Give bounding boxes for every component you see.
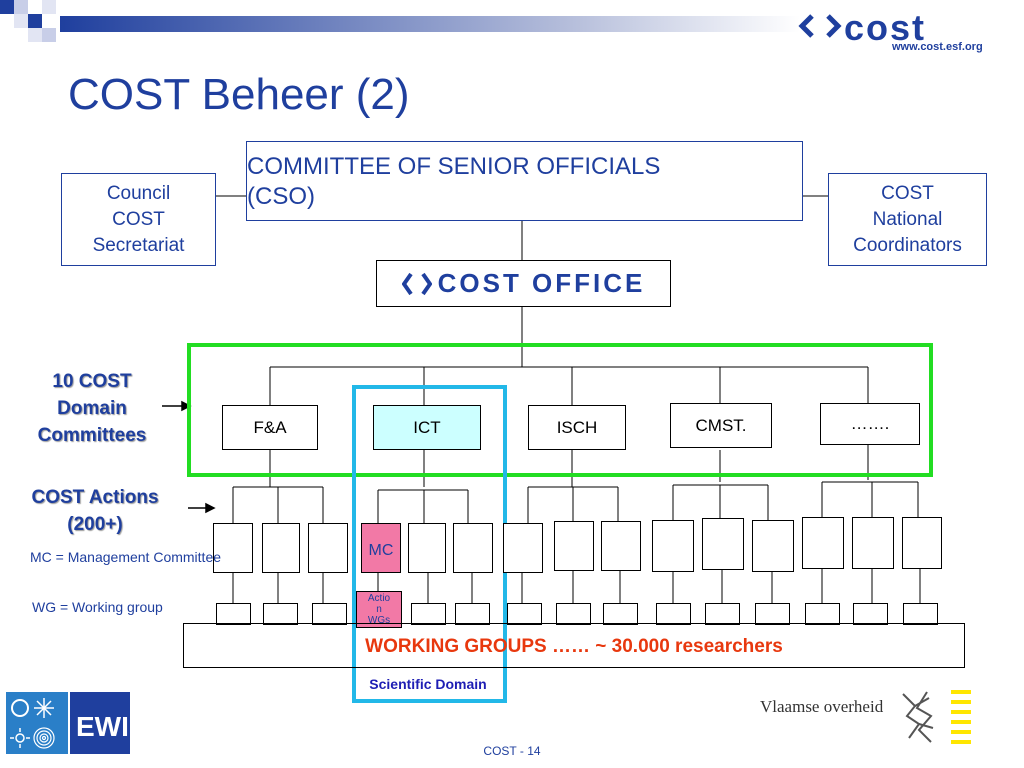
ewi-text: EWI [76, 711, 129, 742]
council-line1: Council [106, 182, 171, 204]
domain-box-ict: ICT [373, 405, 481, 450]
slide-title: COST Beheer (2) [68, 70, 410, 119]
snowflake-icon [34, 698, 54, 718]
wg-box [455, 603, 490, 625]
action-box [262, 523, 300, 573]
wg-box [853, 603, 888, 625]
action-box [752, 520, 794, 572]
action-box [702, 518, 744, 570]
wg-box [556, 603, 591, 625]
action-box [902, 517, 942, 569]
action-box [802, 517, 844, 569]
cso-line2: (CSO) [247, 183, 315, 210]
action-box [453, 523, 493, 573]
circle-icon [11, 699, 29, 717]
domain-label-line3: Committees [37, 425, 147, 446]
domain-committees-frame [187, 343, 933, 477]
vlaamse-overheid-label: Vlaamse overheid [760, 697, 884, 716]
domain-label-line1: 10 COST [52, 371, 132, 392]
wg-box [805, 603, 840, 625]
action-wgs-line2: n [376, 604, 382, 615]
action-box [213, 523, 253, 573]
mc-label: MC [368, 542, 394, 559]
domain-label: CMST. [695, 416, 747, 435]
scientific-domain-label: Scientific Domain [369, 676, 487, 692]
domain-label: ISCH [556, 417, 598, 437]
domain-label: F&A [253, 418, 287, 437]
cso-line1: COMMITTEE OF SENIOR OFFICIALS [247, 153, 661, 180]
square-decor [0, 0, 14, 14]
lion-icon [902, 691, 934, 743]
actions-label-line2: (200+) [67, 514, 123, 535]
domain-box-isch: ISCH [528, 405, 626, 450]
action-box [308, 523, 348, 573]
domain-label-line2: Domain [57, 398, 127, 419]
wg-box [263, 603, 298, 625]
domain-box-cmst: CMST. [670, 403, 772, 448]
flag-stripes-icon [951, 690, 971, 744]
action-wgs-line1: Actio [367, 593, 391, 604]
domain-box-more: ……. [820, 403, 920, 445]
wg-box [507, 603, 542, 625]
cost-logo: cost [798, 7, 926, 48]
action-box [554, 521, 594, 571]
cost-office-box: COST OFFICE [376, 260, 671, 307]
slide-footer: COST - 14 [483, 744, 541, 758]
actions-label-line1: COST Actions [31, 487, 159, 508]
wg-box [755, 603, 790, 625]
action-box [601, 521, 641, 571]
domain-box-fa: F&A [222, 405, 318, 450]
wg-box [903, 603, 938, 625]
wg-box [705, 603, 740, 625]
cost-office-chevron-icon [401, 272, 432, 295]
cost-url[interactable]: www.cost.esf.org [892, 41, 983, 53]
domain-label: ICT [413, 417, 441, 437]
working-groups-label: WORKING GROUPS …… ~ 30.000 researchers [365, 636, 783, 657]
working-groups-bar [183, 623, 965, 668]
spiral-icon [33, 727, 55, 749]
cost-office-label: COST OFFICE [437, 268, 646, 298]
action-box [652, 520, 694, 572]
action-wgs-line3: WGs [367, 615, 391, 626]
sun-icon [10, 728, 30, 748]
svg-text:cost: cost [844, 7, 926, 48]
action-box [503, 523, 543, 573]
action-box [408, 523, 446, 573]
mc-definition: MC = Management Committee [30, 549, 222, 565]
domain-label: ……. [850, 414, 890, 433]
wg-box [216, 603, 251, 625]
wg-definition: WG = Working group [32, 599, 163, 615]
council-secretariat-box: Council COST Secretariat [61, 173, 216, 266]
action-wgs-box: Actio n WGs [356, 591, 402, 628]
council-line3: Secretariat [92, 234, 185, 256]
domain-committees-label: 10 COST Domain Committees [24, 368, 160, 449]
national-line3: Coordinators [853, 234, 962, 256]
council-line2: COST [112, 208, 165, 230]
vlaamse-lion-logo [902, 690, 971, 744]
national-line1: COST [881, 182, 934, 204]
wg-box [411, 603, 446, 625]
national-coordinators-box: COST National Coordinators [828, 173, 987, 266]
mc-box: MC [361, 523, 401, 573]
wg-box [603, 603, 638, 625]
wg-box [312, 603, 347, 625]
wg-box [656, 603, 691, 625]
ewi-logo: EWI [6, 692, 130, 754]
action-box [852, 517, 894, 569]
cost-actions-label: COST Actions (200+) [10, 484, 180, 538]
header-gradient-bar: cost [0, 0, 926, 48]
cso-box: COMMITTEE OF SENIOR OFFICIALS (CSO) [246, 141, 803, 221]
national-line2: National [872, 208, 943, 230]
